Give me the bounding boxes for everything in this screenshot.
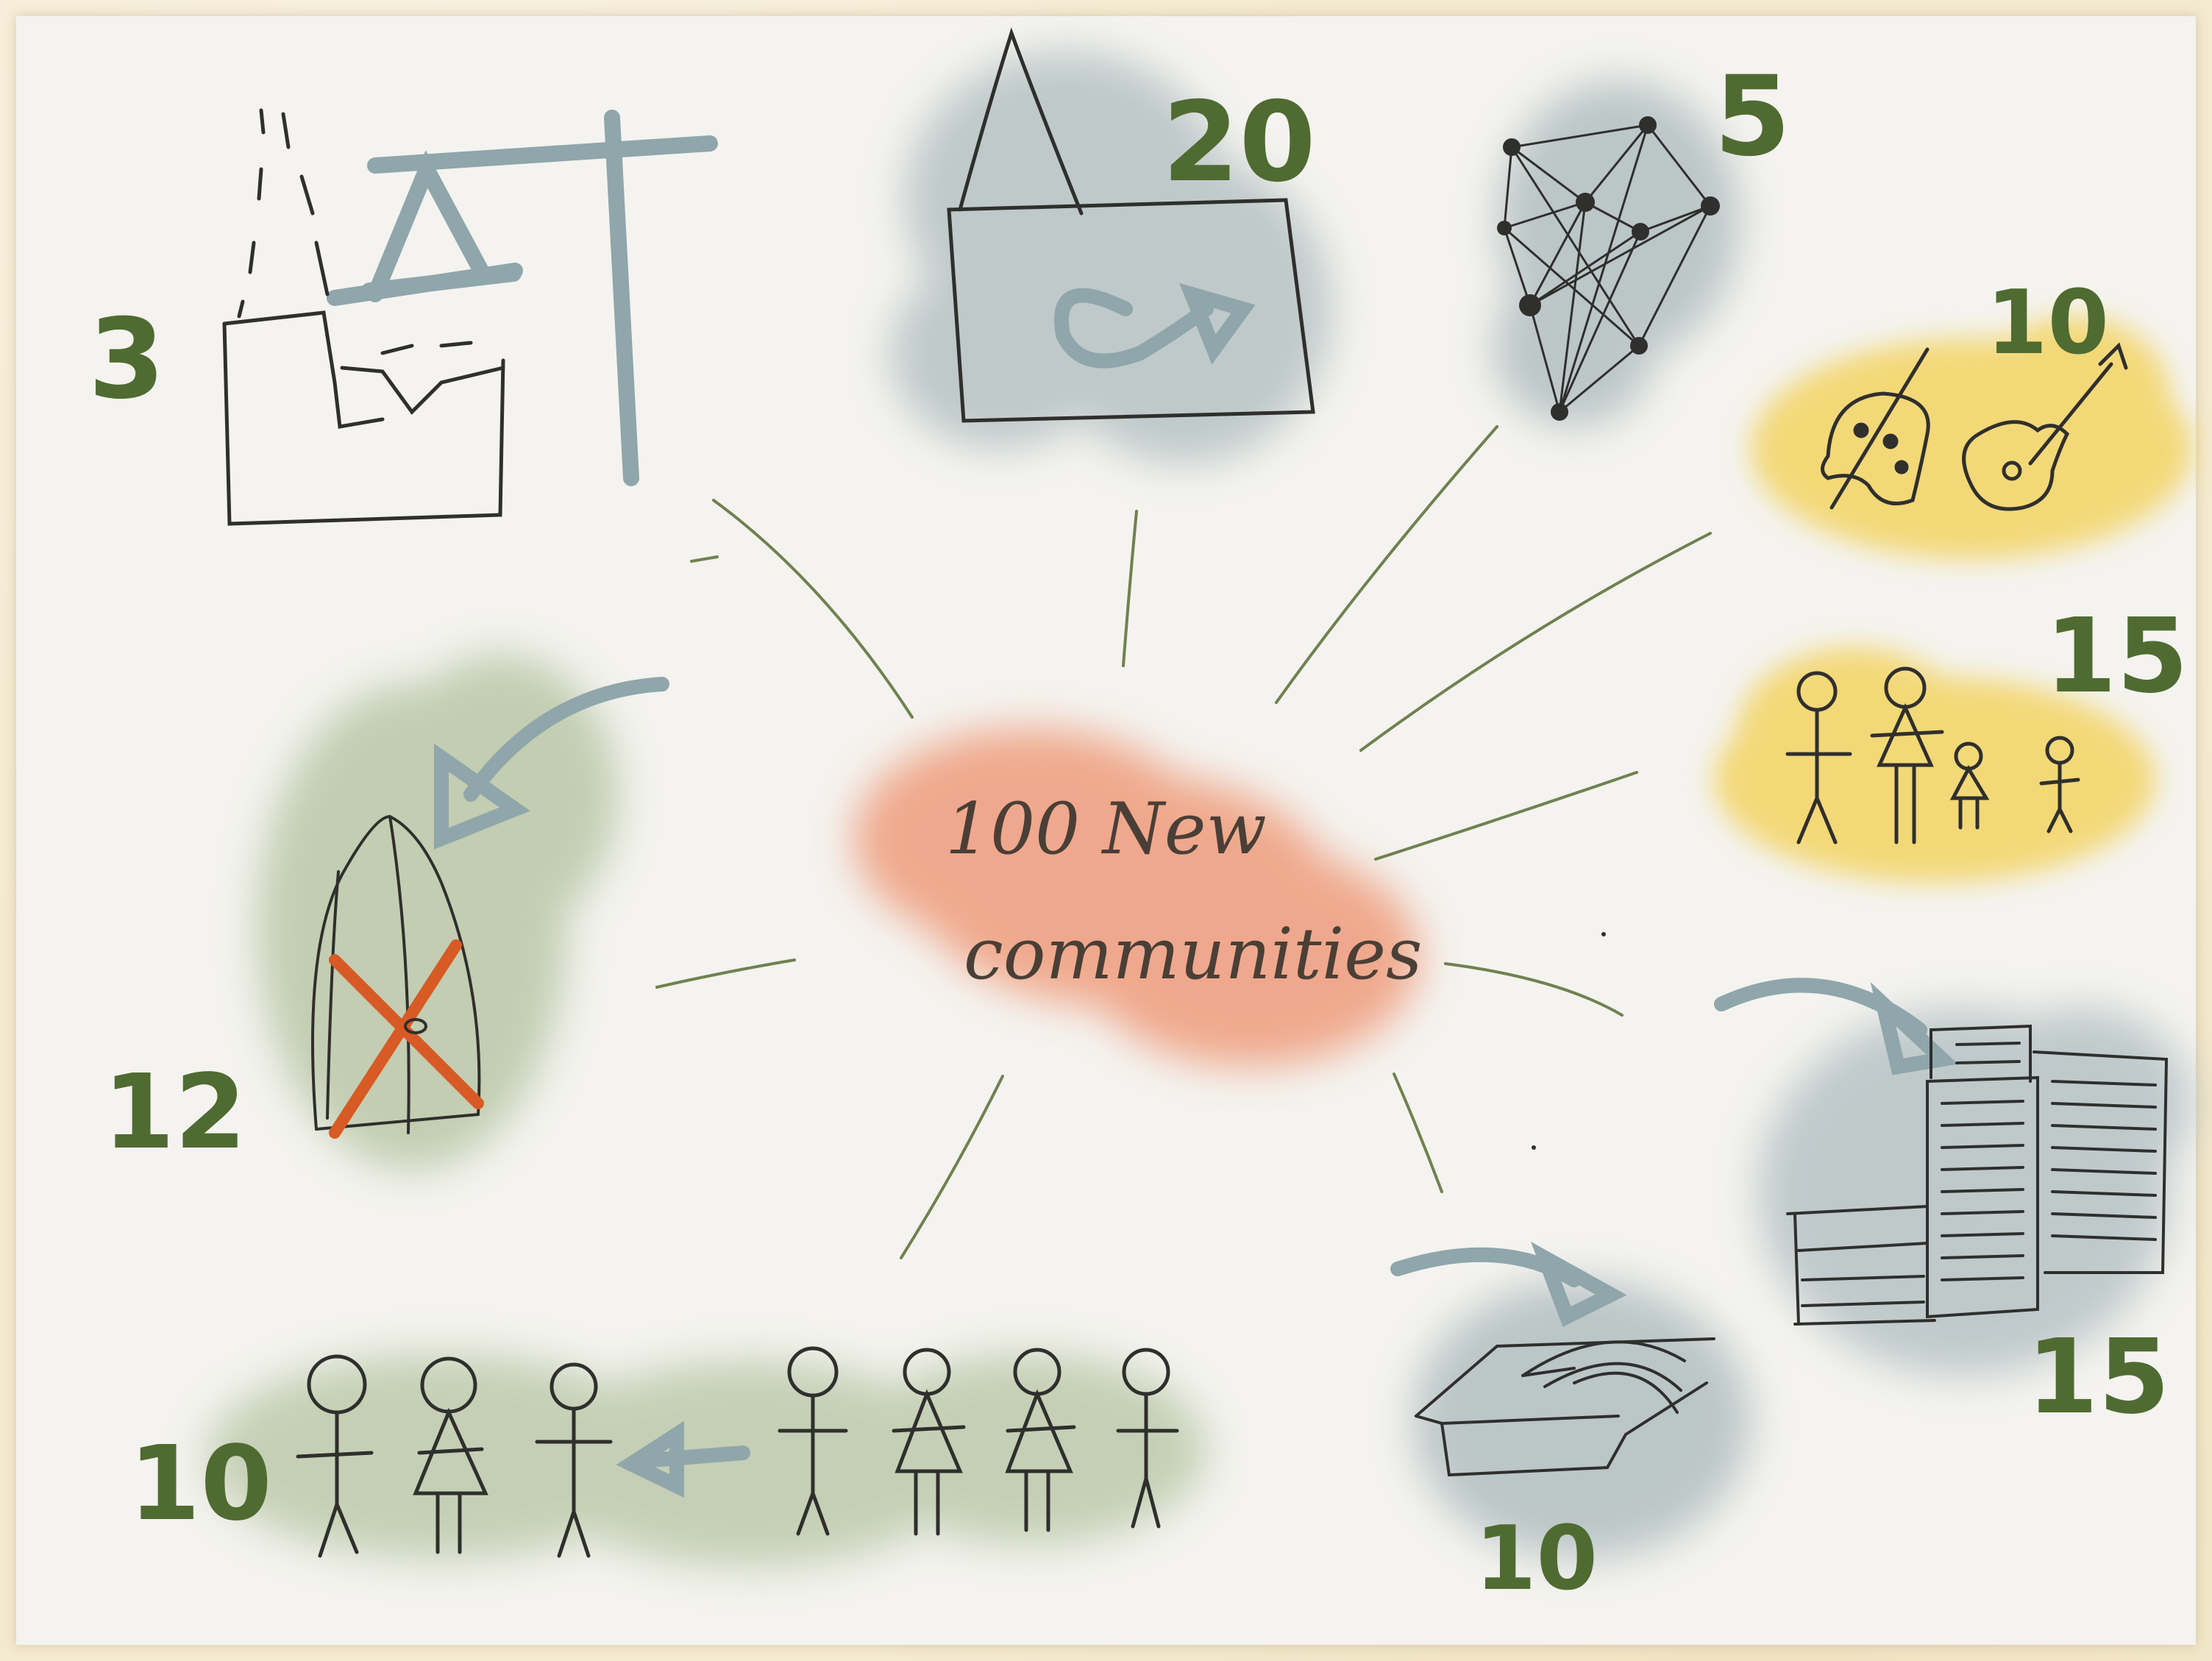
- network-nodes: [1497, 116, 1720, 421]
- door-handle-icon: [404, 1018, 427, 1034]
- count-church-conversion: 20: [1162, 79, 1316, 207]
- node-network: 5: [1497, 53, 1790, 421]
- incoming-arrow-icon: [434, 677, 669, 850]
- blue-wash-network: [1493, 81, 1740, 427]
- connector-church: [1122, 510, 1138, 667]
- count-network: 5: [1714, 53, 1790, 181]
- church-building-icon: [947, 27, 1315, 423]
- stray-dots: [1532, 932, 1606, 1150]
- palette-icon: [1821, 347, 1930, 510]
- book-arrow-icon: [1390, 1242, 1627, 1327]
- guitar-icon: [1962, 342, 2128, 511]
- node-church-conversion: 20: [947, 27, 1316, 423]
- node-city: 15: [1714, 978, 2170, 1437]
- node-families: 15: [1785, 597, 2188, 844]
- people-figures-icon: [296, 1346, 1179, 1558]
- count-book: 10: [1475, 1508, 1598, 1610]
- connector-families: [1374, 771, 1638, 861]
- count-people: 10: [129, 1424, 272, 1544]
- center-label-line1: 100 New: [945, 788, 1267, 870]
- connector-closed-church: [655, 958, 796, 989]
- family-figures-icon: [1785, 666, 2080, 844]
- count-city: 15: [2027, 1317, 2170, 1437]
- unfinished-cathedral-icon: [222, 108, 505, 526]
- connector-cathedral: [712, 499, 914, 719]
- connector-book: [1393, 1073, 1443, 1193]
- center-node: 100 New communities: [945, 788, 1422, 995]
- node-arts: 10: [1821, 272, 2128, 511]
- migration-arrow-icon: [1714, 978, 1958, 1075]
- connectors: [655, 425, 1712, 1259]
- orange-wash-center: [853, 728, 1420, 1067]
- node-closed-church: 12: [103, 677, 669, 1173]
- city-buildings-icon: [1786, 1024, 2169, 1326]
- watercolor-washes: [206, 51, 2192, 1567]
- stray-mark-1: [690, 555, 719, 563]
- node-people: 10: [129, 1346, 1179, 1558]
- green-wash-church: [257, 655, 618, 1170]
- closed-cross-icon: [329, 939, 484, 1139]
- count-cathedral-build: 3: [88, 296, 165, 424]
- node-book: 10: [1390, 1242, 1715, 1610]
- center-label-line2: communities: [964, 913, 1422, 995]
- count-families: 15: [2045, 597, 2188, 716]
- blue-wash-church: [890, 51, 1331, 463]
- connector-network: [1275, 425, 1498, 704]
- merge-arrow-icon: [616, 1420, 750, 1498]
- count-closed-church: 12: [103, 1053, 246, 1173]
- node-cathedral-build: 3: [88, 108, 718, 526]
- crane-icon: [327, 110, 718, 486]
- transform-arrow-icon: [1054, 282, 1256, 369]
- blue-wash-book: [1412, 1280, 1751, 1559]
- connector-people: [900, 1075, 1004, 1259]
- connector-city: [1444, 962, 1624, 1017]
- open-book-icon: [1415, 1337, 1715, 1477]
- count-arts: 10: [1986, 272, 2109, 374]
- connector-arts: [1359, 532, 1712, 752]
